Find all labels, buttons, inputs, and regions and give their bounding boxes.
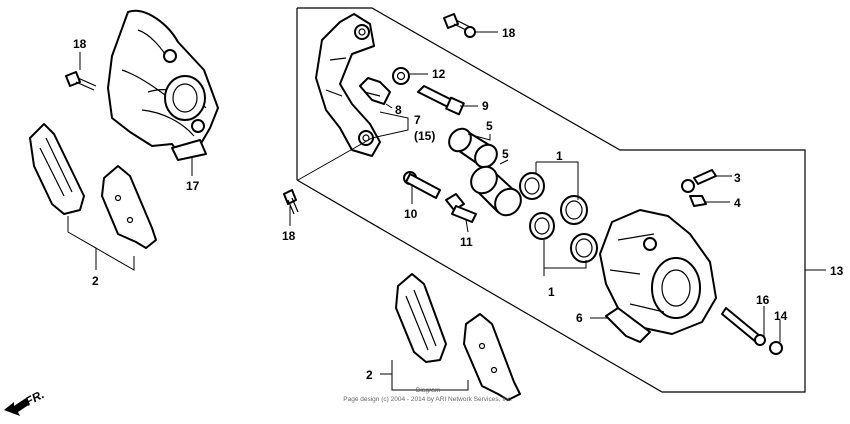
callout-1b[interactable]: 1 <box>548 285 555 299</box>
bleeder-cap-4[interactable] <box>689 195 707 207</box>
brake-pad-lower-a[interactable] <box>395 273 447 363</box>
callout-7[interactable]: 7 <box>414 113 421 127</box>
callout-labels: 18 17 2 18 12 8 9 7 (15) 5 5 1 1 10 11 1… <box>73 26 844 382</box>
callout-10[interactable]: 10 <box>404 207 418 221</box>
bleeder-valve-3[interactable] <box>681 169 717 193</box>
piston-5a[interactable] <box>445 124 502 171</box>
caliper-body[interactable] <box>599 209 717 335</box>
leader-lines <box>67 31 826 391</box>
piston-5b[interactable] <box>466 162 526 221</box>
footer-diagram-label: Diagram <box>416 387 441 394</box>
callout-2a[interactable]: 2 <box>92 274 99 288</box>
footer-copyright: Page design (c) 2004 - 2014 by ARI Netwo… <box>343 396 513 403</box>
callout-14[interactable]: 14 <box>774 309 788 323</box>
callout-18c[interactable]: 18 <box>282 229 296 243</box>
callout-5b[interactable]: 5 <box>502 147 509 161</box>
callout-1a[interactable]: 1 <box>556 149 563 163</box>
callout-3[interactable]: 3 <box>734 171 741 185</box>
bolt-18-bottom[interactable] <box>283 189 299 215</box>
bolt-18-left[interactable] <box>65 71 97 91</box>
bolt-14[interactable] <box>769 341 783 355</box>
brake-pad-left-a[interactable] <box>29 123 85 215</box>
callout-13[interactable]: 13 <box>830 264 844 278</box>
callout-5a[interactable]: 5 <box>486 119 493 133</box>
callout-6[interactable]: 6 <box>576 311 583 325</box>
bolt-cap-12[interactable] <box>392 67 410 85</box>
callout-15[interactable]: (15) <box>414 129 435 143</box>
caliper-bracket-left[interactable] <box>107 9 219 161</box>
callout-11[interactable]: 11 <box>460 235 473 249</box>
assembly-frame <box>296 7 806 393</box>
shim-6[interactable] <box>605 307 651 343</box>
arrow-left-icon <box>4 398 30 416</box>
callout-8[interactable]: 8 <box>395 103 402 117</box>
callout-4[interactable]: 4 <box>734 196 741 210</box>
callout-12[interactable]: 12 <box>432 67 446 81</box>
pin-bolt-10[interactable] <box>403 171 441 199</box>
callout-16[interactable]: 16 <box>756 293 770 307</box>
slide-pin-16[interactable] <box>721 307 766 346</box>
callout-17[interactable]: 17 <box>186 179 200 193</box>
seal-rings-1[interactable] <box>519 172 598 263</box>
callout-18b[interactable]: 18 <box>502 26 516 40</box>
bolt-18-top[interactable] <box>443 13 476 38</box>
bolt-11[interactable] <box>445 193 477 223</box>
callout-2b[interactable]: 2 <box>366 368 373 382</box>
callout-9[interactable]: 9 <box>482 99 489 113</box>
pad-spring-8[interactable] <box>359 77 391 105</box>
pin-9[interactable] <box>417 85 465 116</box>
brake-pad-left-b[interactable] <box>101 165 157 249</box>
front-direction-indicator: FR. <box>4 387 46 416</box>
callout-18a[interactable]: 18 <box>73 37 87 51</box>
brake-pad-lower-b[interactable] <box>463 313 521 401</box>
